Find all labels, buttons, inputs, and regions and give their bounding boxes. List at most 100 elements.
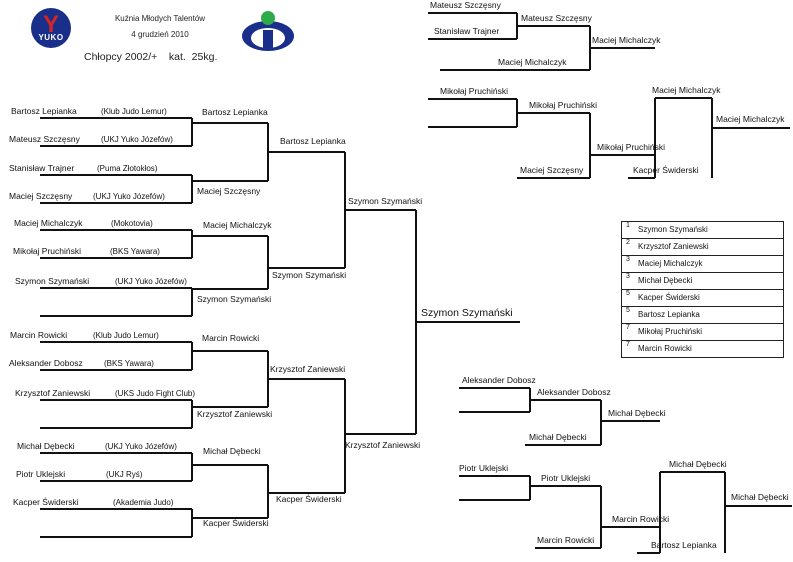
header-date: 4 grudzień 2010 — [131, 30, 189, 39]
result-cell: 1 Szymon Szymański — [621, 221, 784, 239]
result-row: 5 Kacper Świderski — [621, 289, 784, 307]
result-row: 7 Marcin Rowicki — [621, 340, 784, 358]
competitor-name: Kacper Świderski — [13, 496, 79, 507]
rep-round3-name: Maciej Michalczyk — [592, 35, 661, 45]
competitor-name: Michał Dębecki — [17, 441, 75, 451]
result-row: 1 Szymon Szymański — [621, 221, 784, 239]
result-name: Marcin Rowicki — [638, 344, 692, 353]
result-place: 5 — [626, 290, 630, 297]
competitor-name: Mateusz Szczęsny — [9, 134, 81, 144]
result-name: Szymon Szymański — [638, 225, 708, 234]
rep-round2-name: Aleksander Dobosz — [537, 387, 611, 397]
competitor-club: (UKJ Yuko Józefów) — [115, 277, 187, 286]
result-place: 7 — [626, 324, 630, 331]
result-place: 5 — [626, 307, 630, 314]
round2-name: Maciej Szczęsny — [197, 186, 261, 196]
competitor-club: (UKJ Yuko Józefów) — [93, 192, 165, 201]
round2-name: Krzysztof Zaniewski — [197, 409, 272, 419]
competitor-name: Aleksander Dobosz — [9, 358, 83, 368]
rep-round2-name: Michał Dębecki — [529, 432, 587, 442]
result-name: Kacper Świderski — [638, 293, 700, 302]
competitor-name: Krzysztof Zaniewski — [15, 388, 90, 398]
competitor-club: (BKS Yawara) — [110, 247, 160, 256]
logo-text: YUKO — [38, 33, 64, 42]
rep-round4-name: Maciej Michalczyk — [652, 85, 721, 95]
competitor-name: Piotr Uklejski — [16, 469, 65, 479]
competitor-club: (UKJ Yuko Józefów) — [105, 442, 177, 451]
round3-name: Szymon Szymański — [272, 270, 346, 280]
result-cell: 3 Michał Dębecki — [621, 272, 784, 290]
result-place: 3 — [626, 273, 630, 280]
round3-name: Kacper Świderski — [276, 493, 342, 504]
round2-name: Szymon Szymański — [197, 294, 271, 304]
rep-round3-name: Marcin Rowicki — [612, 514, 669, 524]
rep-round2-name: Mateusz Szczęsny — [521, 13, 593, 23]
result-row: 5 Bartosz Lepianka — [621, 306, 784, 324]
winner-name: Szymon Szymański — [421, 307, 513, 319]
competitor-club: (Klub Judo Lemur) — [101, 107, 167, 116]
rep-round2-name: Piotr Uklejski — [541, 473, 590, 483]
result-row: 7 Mikołaj Pruchiński — [621, 323, 784, 341]
rep-round2-name: Maciej Michalczyk — [498, 57, 567, 67]
semifinal-name: Szymon Szymański — [348, 196, 422, 206]
info-person-logo — [242, 11, 294, 51]
result-cell: 7 Mikołaj Pruchiński — [621, 323, 784, 341]
rep-round1-name: Stanisław Trajner — [434, 26, 499, 36]
result-cell: 5 Bartosz Lepianka — [621, 306, 784, 324]
competitor-name: Maciej Szczęsny — [9, 191, 73, 201]
competitor-club: (UKS Judo Fight Club) — [115, 389, 195, 398]
round3-name: Krzysztof Zaniewski — [270, 364, 345, 374]
rep-round4-name: Kacper Świderski — [633, 164, 699, 175]
competitor-club: (Mokotovia) — [111, 219, 153, 228]
rep-round1-name: Aleksander Dobosz — [462, 375, 536, 385]
rep-round1-name: Piotr Uklejski — [459, 463, 508, 473]
round2-name: Kacper Świderski — [203, 517, 269, 528]
competitor-club: (UKJ Ryś) — [106, 470, 143, 479]
competitor-club: (Akademia Judo) — [113, 498, 174, 507]
competitor-name: Maciej Michalczyk — [14, 218, 83, 228]
result-place: 7 — [626, 341, 630, 348]
rep-round2-name: Maciej Szczęsny — [520, 165, 584, 175]
competitor-club: (UKJ Yuko Józefów) — [101, 135, 173, 144]
header-club: Kuźnia Młodych Talentów — [114, 14, 206, 23]
round3-name: Bartosz Lepianka — [280, 136, 346, 146]
semifinal-name: Krzysztof Zaniewski — [345, 440, 420, 450]
yuko-club-logo: Y YUKO — [31, 8, 71, 48]
result-cell: 3 Maciej Michalczyk — [621, 255, 784, 273]
competitor-name: Stanisław Trajner — [9, 163, 74, 173]
category-title: Chłopcy 2002/+ kat. 25kg. — [84, 51, 218, 63]
result-cell: 5 Kacper Świderski — [621, 289, 784, 307]
competitor-club: (Puma Złotokłos) — [97, 164, 158, 173]
result-name: Maciej Michalczyk — [638, 259, 703, 268]
result-name: Michał Dębecki — [638, 276, 693, 285]
competitor-club: (Klub Judo Lemur) — [93, 331, 159, 340]
round2-name: Bartosz Lepianka — [202, 107, 268, 117]
result-cell: 2 Krzysztof Zaniewski — [621, 238, 784, 256]
round2-name: Marcin Rowicki — [202, 333, 259, 343]
result-place: 1 — [626, 222, 630, 229]
result-row: 3 Maciej Michalczyk — [621, 255, 784, 273]
competitor-name: Marcin Rowicki — [10, 330, 67, 340]
rep-winner-name: Michał Dębecki — [731, 492, 789, 502]
rep-round2-name: Marcin Rowicki — [537, 535, 594, 545]
rep-round1-name: Mateusz Szczęsny — [430, 0, 502, 10]
result-name: Mikołaj Pruchiński — [638, 327, 703, 336]
rep-round3-name: Michał Dębecki — [608, 408, 666, 418]
rep-round4-name: Michał Dębecki — [669, 459, 727, 469]
result-cell: 7 Marcin Rowicki — [621, 340, 784, 358]
round2-name: Michał Dębecki — [203, 446, 261, 456]
rep-round4-name: Bartosz Lepianka — [651, 540, 717, 550]
result-name: Bartosz Lepianka — [638, 310, 700, 319]
result-name: Krzysztof Zaniewski — [638, 242, 709, 251]
result-place: 2 — [626, 239, 630, 246]
rep-round1-name: Mikołaj Pruchiński — [440, 86, 508, 96]
round2-name: Maciej Michalczyk — [203, 220, 272, 230]
rep-round3-name: Mikołaj Pruchiński — [597, 142, 665, 152]
result-place: 3 — [626, 256, 630, 263]
competitor-name: Szymon Szymański — [15, 276, 89, 286]
competitor-name: Mikołaj Pruchiński — [13, 246, 81, 256]
competitor-name: Bartosz Lepianka — [11, 106, 77, 116]
result-row: 2 Krzysztof Zaniewski — [621, 238, 784, 256]
